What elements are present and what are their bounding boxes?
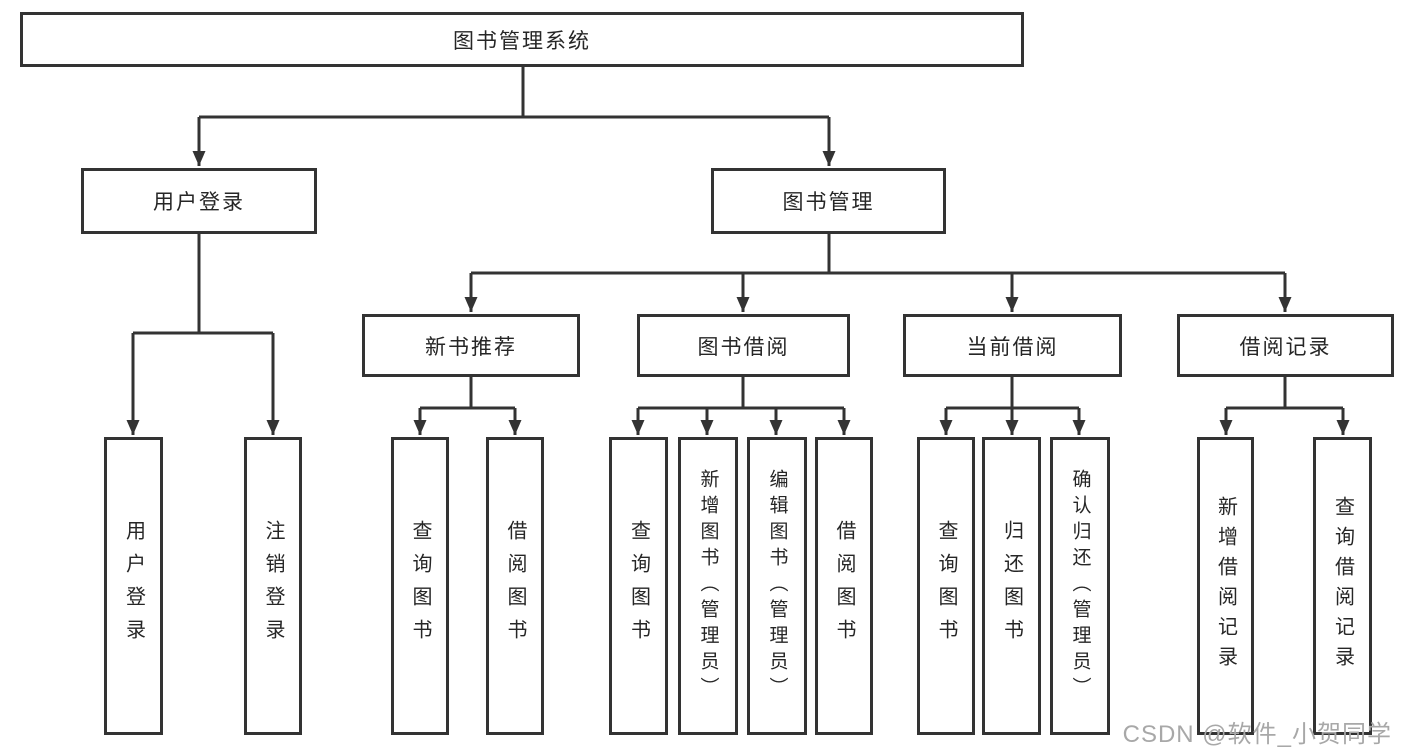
node-label: 图书管理	[782, 191, 875, 214]
leaf-label: 新增借阅记录	[1214, 496, 1237, 676]
tree-rails	[133, 67, 1343, 410]
node-current-borrowing: 当前借阅	[903, 314, 1122, 377]
leaf-user-login: 用户登录	[104, 437, 163, 735]
node-label: 图书管理系统	[453, 29, 591, 53]
leaf-edit-books-admin: 编辑图书（管理员）	[747, 437, 807, 735]
leaf-label: 注销登录	[262, 520, 284, 652]
leaf-label: 借阅图书	[504, 520, 526, 652]
node-book-management: 图书管理	[711, 168, 946, 234]
csdn-watermark: CSDN @软件_小贺同学	[1122, 721, 1392, 747]
node-label: 图书借阅	[697, 335, 790, 359]
leaf-label: 新增图书（管理员）	[697, 469, 719, 703]
node-label: 用户登录	[153, 191, 245, 214]
leaf-label: 查询图书	[935, 520, 957, 652]
leaf-label: 归还图书	[1000, 520, 1023, 652]
leaf-label: 确认归还（管理员）	[1069, 469, 1091, 703]
leaf-borrow-books-recommend: 借阅图书	[486, 437, 544, 735]
leaf-confirm-return-admin: 确认归还（管理员）	[1050, 437, 1110, 735]
node-borrowing-records: 借阅记录	[1177, 314, 1394, 377]
leaf-return-books: 归还图书	[982, 437, 1041, 735]
node-label: 当前借阅	[966, 335, 1059, 359]
leaf-label: 借阅图书	[833, 520, 855, 652]
leaf-label: 查询借阅记录	[1331, 496, 1354, 676]
leaf-borrow-books-borrowing: 借阅图书	[815, 437, 873, 735]
leaf-query-books-borrowing: 查询图书	[609, 437, 668, 735]
node-label: 借阅记录	[1239, 335, 1332, 359]
leaf-label: 查询图书	[627, 520, 650, 652]
leaf-add-borrow-record: 新增借阅记录	[1197, 437, 1254, 735]
leaf-query-books-current: 查询图书	[917, 437, 975, 735]
leaf-label: 编辑图书（管理员）	[766, 469, 788, 703]
node-label: 新书推荐	[425, 335, 517, 359]
leaf-add-books-admin: 新增图书（管理员）	[678, 437, 738, 735]
node-library-management-system: 图书管理系统	[20, 12, 1024, 67]
leaf-logout: 注销登录	[244, 437, 302, 735]
leaf-query-borrow-record: 查询借阅记录	[1313, 437, 1372, 735]
node-new-book-recommend: 新书推荐	[362, 314, 580, 377]
node-book-borrowing: 图书借阅	[637, 314, 850, 377]
leaf-query-books-recommend: 查询图书	[391, 437, 449, 735]
node-user-login: 用户登录	[81, 168, 317, 234]
leaf-label: 查询图书	[409, 520, 431, 652]
tree-arrows	[126, 117, 1350, 435]
leaf-label: 用户登录	[122, 520, 145, 652]
